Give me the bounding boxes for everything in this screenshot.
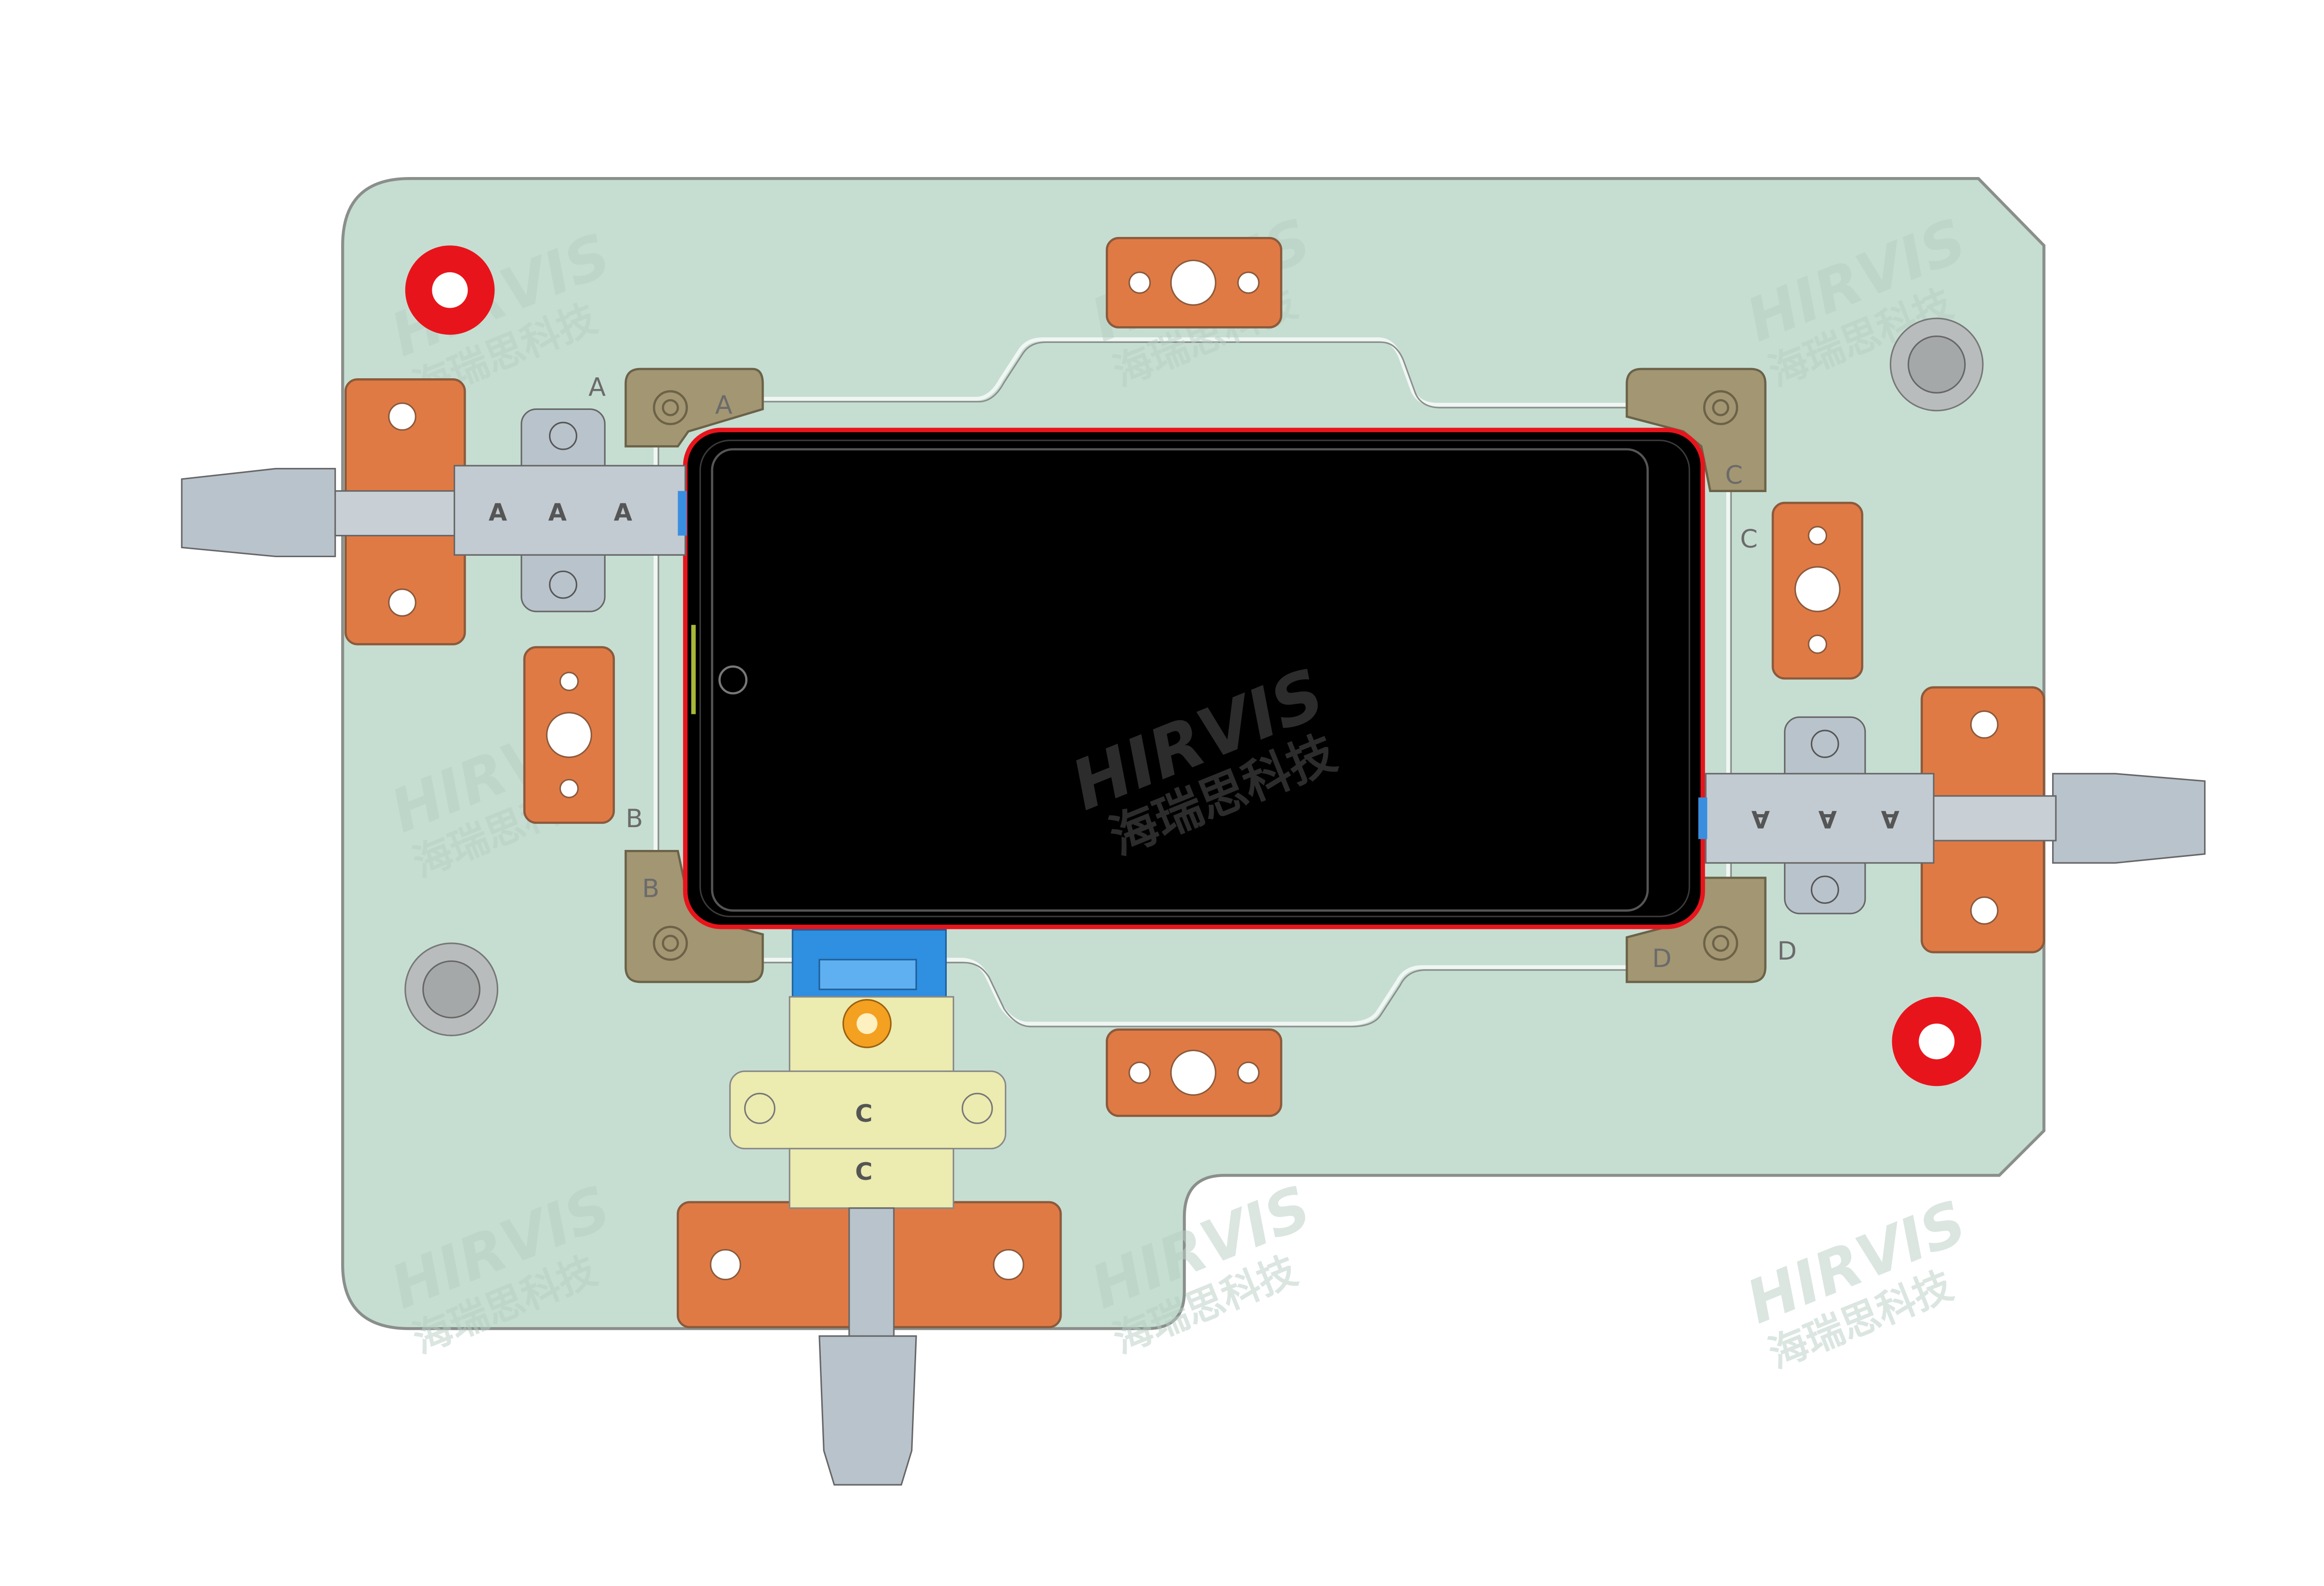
svg-text:D: D xyxy=(1652,943,1671,973)
svg-text:A: A xyxy=(715,390,732,420)
svg-text:B: B xyxy=(642,874,659,903)
right-clamp: A A A xyxy=(1698,716,2206,915)
bottom-cylinder xyxy=(819,1335,917,1486)
bottom-clamp: C C xyxy=(729,929,1007,1486)
side-button xyxy=(691,625,696,714)
svg-text:A: A xyxy=(1818,805,1837,833)
svg-text:A: A xyxy=(548,499,567,527)
svg-text:A: A xyxy=(1881,805,1900,833)
svg-text:A: A xyxy=(489,499,507,527)
front-camera-notch xyxy=(718,665,748,695)
svg-text:D: D xyxy=(1777,936,1797,966)
bracket-a xyxy=(624,368,764,448)
gray-post xyxy=(1889,317,1984,412)
gray-post xyxy=(404,942,499,1036)
right-cylinder xyxy=(2052,773,2206,864)
red-locating-ring xyxy=(405,245,495,335)
position-labels: A A C C B B D D xyxy=(588,372,1797,973)
pad-holes xyxy=(388,259,1999,1281)
svg-text:C: C xyxy=(855,1158,873,1186)
svg-text:C: C xyxy=(1740,524,1758,553)
bracket-c xyxy=(1625,368,1767,492)
svg-text:A: A xyxy=(588,372,606,402)
svg-text:C: C xyxy=(1725,460,1743,490)
bracket-holes xyxy=(653,390,1738,961)
left-cylinder xyxy=(181,467,336,558)
svg-text:C: C xyxy=(855,1100,873,1128)
svg-text:B: B xyxy=(626,803,643,833)
phone-screen xyxy=(711,448,1649,912)
svg-text:A: A xyxy=(614,499,633,527)
left-clamp: A A A xyxy=(181,408,687,612)
red-locating-ring xyxy=(1892,997,1981,1086)
svg-text:A: A xyxy=(1751,805,1770,833)
